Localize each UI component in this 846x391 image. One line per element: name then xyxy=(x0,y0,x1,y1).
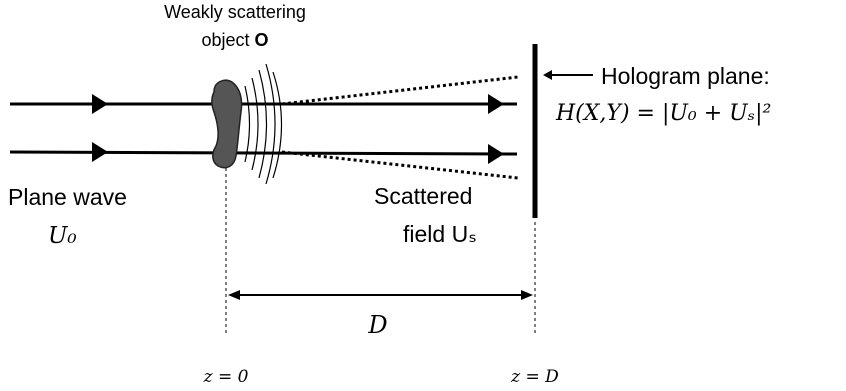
plane-wave-symbol: U₀ xyxy=(48,223,77,249)
z-end-label: z = D xyxy=(510,367,559,387)
scatter-cone-upper xyxy=(282,77,518,104)
hologram-plane-label: Hologram plane: xyxy=(601,63,770,89)
upper-right-arrowhead xyxy=(488,94,504,114)
hologram-pointer-arrowhead xyxy=(543,70,552,80)
lower-left-arrowhead xyxy=(92,142,108,162)
scattering-object xyxy=(212,80,242,167)
distance-arrowhead-right xyxy=(521,290,533,300)
object-label-line2: object O xyxy=(201,30,268,50)
lower-right-arrowhead xyxy=(488,144,504,164)
z-start-label: z = 0 xyxy=(203,367,249,387)
plane-wave-label: Plane wave xyxy=(8,184,127,210)
hologram-formula: H(X,Y) = |U₀ + Uₛ|² xyxy=(555,101,771,126)
scattered-label-line1: Scattered xyxy=(374,183,472,209)
upper-left-arrowhead xyxy=(92,94,108,114)
scatter-cone-lower xyxy=(282,152,518,178)
distance-label: D xyxy=(367,311,387,339)
scattered-label-line2: field Uₛ xyxy=(403,221,477,247)
lower-beam-line xyxy=(10,152,517,154)
object-label-line1: Weakly scattering xyxy=(164,2,306,22)
distance-arrowhead-left xyxy=(228,290,240,300)
scattered-wavefronts xyxy=(245,64,282,184)
